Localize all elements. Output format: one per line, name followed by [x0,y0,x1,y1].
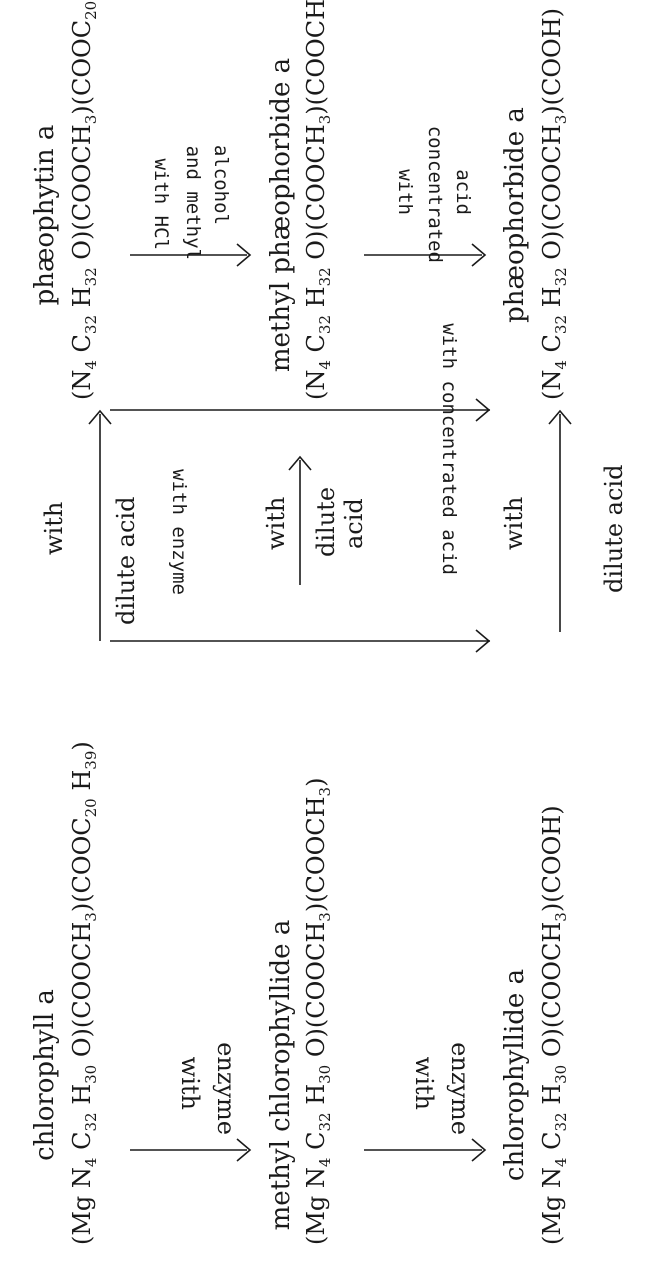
arrow-enzyme-1-head [236,1138,252,1162]
label-with-2: with [410,1056,438,1110]
phaeophorbide-name: phæophorbide a [500,107,530,323]
arrow-hcl-head [236,243,252,267]
label-with-1: with [176,1056,204,1110]
chlorophyllide-name: chlorophyllide a [500,968,530,1182]
phaeophytin-name: phæophytin a [30,124,60,306]
label-acid-mid: acid [340,498,368,549]
arrow-mid-dilute-head [288,455,312,471]
label-enzyme-2: enzyme [446,1042,474,1135]
chlorophyllide-formula: (Mg N4 C32 H30 O)(COOCH3)(COOH) [538,805,570,1245]
label-enzyme-1: enzyme [212,1042,240,1135]
label-with-mid: with [262,496,290,550]
methyl-chlorophyllide-formula: (Mg N4 C32 H30 O)(COOCH3)(COOCH3) [302,777,334,1245]
arrow-bottom-dilute-head [548,409,572,425]
chlorophyll-formula: (Mg N4 C32 H30 O)(COOCH3)(COOC20 H39) [68,741,100,1245]
phaeophytin-formula: (N4 C32 H32 O)(COOCH3)(COOC20 H39) [68,0,100,400]
arrow-with-conc-acid-head [475,398,491,422]
label-concentrated: concentrated [424,125,446,263]
arrow-conc-acid-head [471,243,487,267]
label-dilute-mid: dilute [312,486,340,557]
label-with-concentrated-acid: with concentrated acid [438,323,460,575]
label-with-top: with [40,501,68,555]
chlorophyll-name: chlorophyll a [30,989,60,1161]
arrow-with-enzyme-head [475,629,491,653]
label-with-enzyme: with enzyme [168,469,190,595]
arrow-top-dilute-head [88,409,112,425]
label-with-bottom: with [500,496,528,550]
label-dilute-acid-bottom: dilute acid [600,464,628,593]
label-with-3: with [394,169,416,215]
label-acid-1: acid [452,169,474,215]
phaeophorbide-formula: (N4 C32 H32 O)(COOCH3)(COOH) [538,8,570,400]
methyl-phaeophorbide-formula: (N4 C32 H32 O)(COOCH3)(COOCH3) [302,0,334,400]
label-with-hcl: with HCl [150,158,172,250]
label-dilute-acid-top: dilute acid [112,496,140,625]
methyl-phaeophorbide-name: methyl phæophorbide a [266,57,296,373]
label-alcohol: alcohol [210,144,232,225]
label-and-methyl: and methyl [182,145,204,260]
arrow-enzyme-2-head [471,1138,487,1162]
methyl-chlorophyllide-name: methyl chlorophyllide a [266,919,296,1231]
